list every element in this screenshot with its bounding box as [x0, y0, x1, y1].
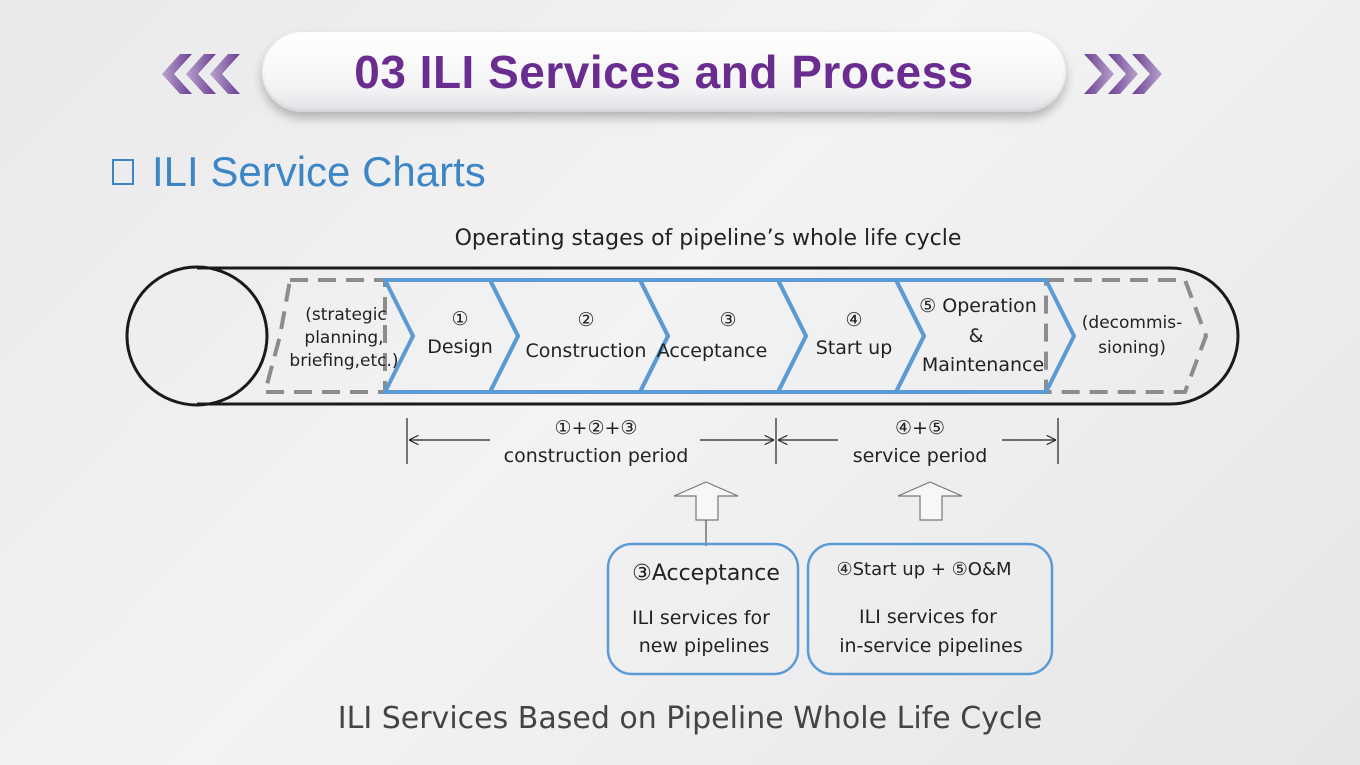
stage-construction-shape: [486, 278, 671, 394]
post-stage-outline: [1044, 278, 1209, 394]
pre-stage-line2: planning,: [304, 328, 383, 348]
box1-line2: new pipelines: [639, 635, 770, 657]
stage-design-label: Design: [427, 336, 493, 358]
up-arrow-icon: [897, 481, 963, 521]
bullet-box-icon: [112, 159, 134, 185]
stage-startup-num: ④: [845, 309, 862, 331]
page-title: 03 ILI Services and Process: [354, 46, 974, 98]
post-stage-line1: (decommis-: [1082, 313, 1182, 333]
box1-line1: ILI services for: [632, 607, 770, 629]
diagram-heading: Operating stages of pipeline’s whole lif…: [455, 226, 962, 251]
stage-startup-label: Start up: [816, 337, 893, 359]
stage-om-amp: &: [969, 325, 984, 347]
box1-title: ③Acceptance: [632, 561, 780, 586]
service-period-formula: ④+⑤: [895, 417, 945, 439]
box2-title: ④Start up + ⑤O&M: [836, 559, 1011, 580]
construction-period-label: construction period: [504, 445, 689, 467]
stage-construction-num: ②: [577, 309, 594, 331]
right-chevrons-icon: [1084, 54, 1162, 94]
construction-period-formula: ①+②+③: [555, 417, 638, 439]
stage-construction-label: Construction: [526, 340, 647, 362]
stage-acceptance-label: Acceptance: [657, 340, 768, 362]
stage-om-label: Maintenance: [922, 354, 1044, 376]
section-heading-text: ILI Service Charts: [152, 148, 486, 195]
in-service-pipelines-box: [806, 542, 1054, 676]
new-pipelines-box: [606, 542, 800, 676]
pipe-body: [197, 266, 1240, 406]
period-dimension-lines: [406, 418, 1059, 464]
up-arrow-icon: [673, 481, 739, 521]
box2-line2: in-service pipelines: [839, 635, 1023, 657]
box2-line1: ILI services for: [859, 606, 997, 628]
pre-stage-outline: [262, 278, 387, 394]
stage-startup-shape: [774, 278, 927, 394]
stage-design-num: ①: [451, 308, 468, 330]
title-banner: 03 ILI Services and Process: [262, 32, 1066, 112]
pre-stage-line3: briefing,etc.): [289, 351, 398, 371]
post-stage-line2: sioning): [1098, 338, 1166, 358]
stage-acceptance-num: ③: [719, 309, 736, 331]
pre-stage-line1: (strategic: [305, 305, 387, 325]
section-heading: ILI Service Charts: [112, 148, 486, 196]
pipe-opening: [125, 265, 269, 407]
stage-acceptance-shape: [636, 278, 809, 394]
stage-om-shape: [892, 278, 1077, 394]
left-chevrons-icon: [162, 54, 240, 94]
stage-chevrons: [381, 278, 1077, 394]
service-period-label: service period: [853, 445, 988, 467]
stage-om-num: ⑤ Operation: [919, 295, 1037, 317]
diagram-caption: ILI Services Based on Pipeline Whole Lif…: [338, 701, 1042, 736]
